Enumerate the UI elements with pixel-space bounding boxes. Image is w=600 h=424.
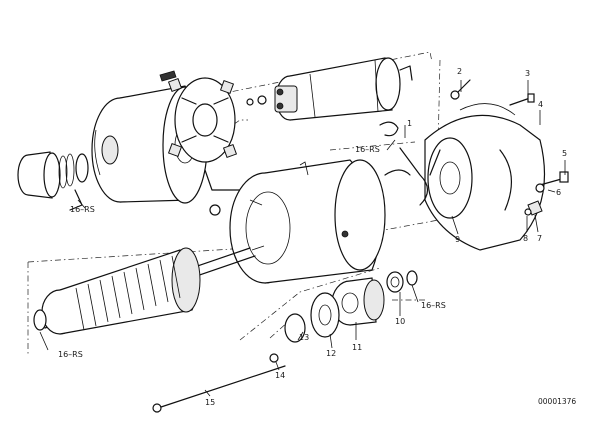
callout-10: 10: [395, 317, 406, 326]
callout-13: 13: [299, 333, 310, 342]
callout-11: 11: [352, 343, 363, 352]
armature: [33, 247, 256, 335]
solenoid-switch: [246, 57, 413, 121]
callout-6: 6: [556, 188, 562, 197]
callout-14: 14: [275, 371, 286, 380]
callout-15: 15: [205, 398, 216, 407]
pinion-drive: [284, 270, 418, 343]
field-housing: [229, 159, 386, 284]
through-bolt: [152, 353, 286, 413]
callout-8: 8: [523, 234, 529, 243]
drawing-number: 00001376: [538, 397, 577, 406]
callout-12: 12: [326, 349, 337, 358]
end-cap-with-washers: [17, 151, 89, 211]
callout-3: 3: [525, 69, 531, 78]
callout-4: 4: [538, 100, 544, 109]
callout-16-rs-bottom: 16–RS: [58, 350, 83, 359]
mounting-screws: [450, 79, 569, 216]
callout-2: 2: [457, 67, 463, 76]
drive-end-bracket: [424, 103, 546, 251]
brush-plate: [159, 70, 241, 216]
callout-5: 5: [562, 149, 568, 158]
callout-16-rs-right: 16–RS: [421, 301, 446, 310]
callout-16-rs-top: 16–RS: [355, 145, 380, 154]
callout-16-rs-left: 16–RS: [70, 205, 95, 214]
leader-lines: [39, 80, 566, 397]
callout-1: 1: [407, 119, 413, 128]
engaging-lever: [399, 147, 441, 206]
seal-ring: [379, 121, 411, 176]
callout-7: 7: [537, 234, 543, 243]
callout-9: 9: [455, 235, 461, 244]
